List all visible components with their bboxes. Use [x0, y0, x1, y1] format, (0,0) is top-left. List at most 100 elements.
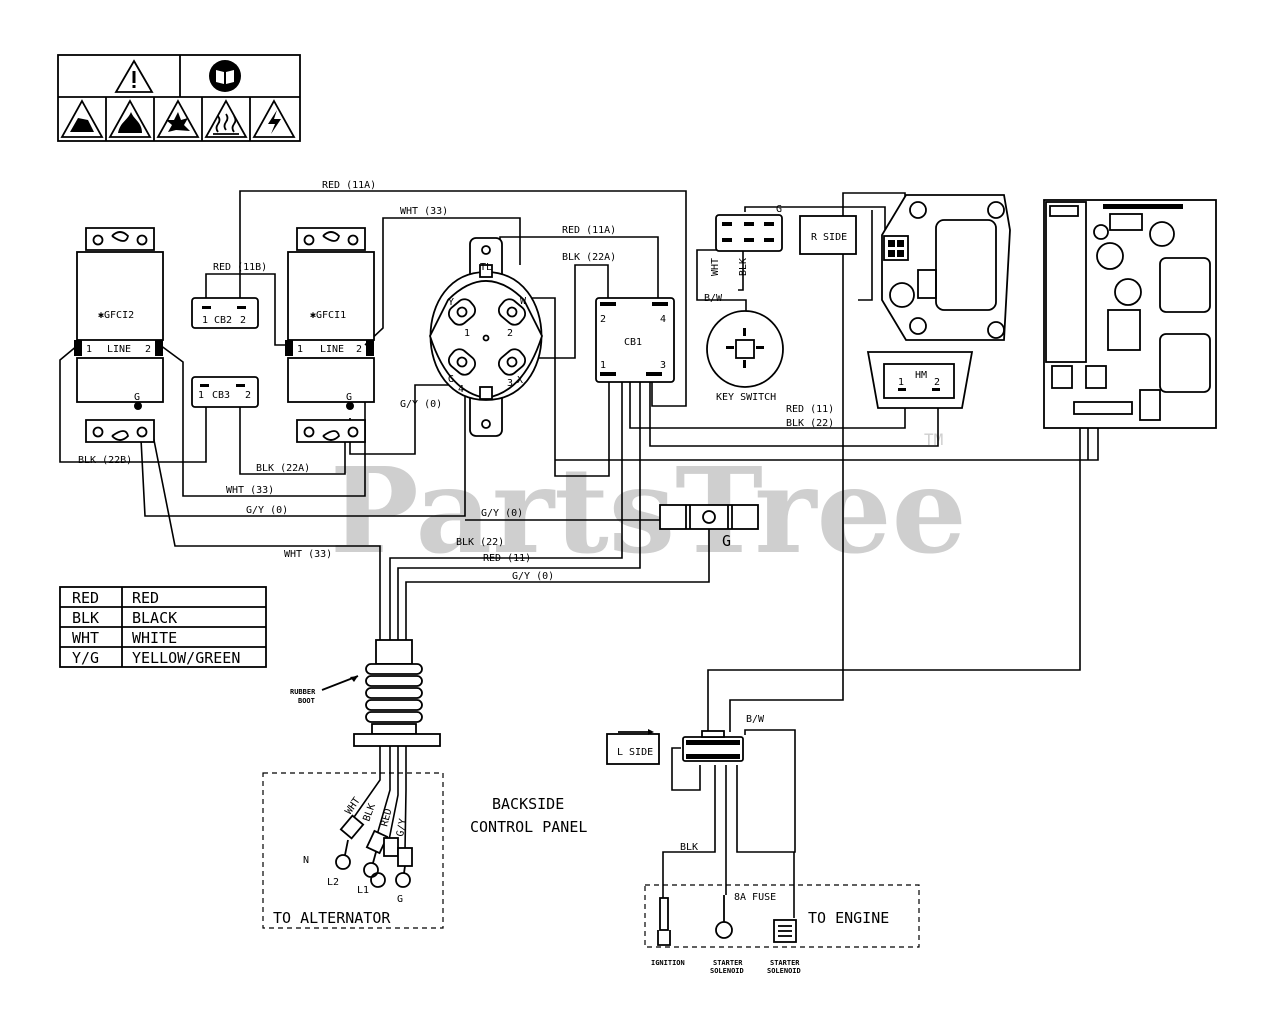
l-side-label: L SIDE	[617, 747, 653, 758]
cb1-pin2: 2	[600, 314, 606, 325]
twistlock-pin-g: G	[448, 374, 454, 385]
label-gy-0-right: G/Y (0)	[481, 508, 523, 519]
legend-code: Y/G	[72, 649, 99, 667]
twistlock-pin-w: W	[520, 296, 527, 307]
fuse-label: 8A FUSE	[734, 892, 776, 903]
hour-meter: HM 1 2	[866, 351, 974, 409]
gfci2-pin2: 2	[145, 344, 151, 355]
twistlock-pin-3: 3	[507, 378, 513, 389]
legend-code: WHT	[72, 629, 99, 647]
twistlock-pin-2: 2	[507, 328, 513, 339]
fire-icon	[108, 99, 152, 138]
label-blk-22-right: BLK (22)	[786, 418, 834, 429]
gfci1-line-label: LINE	[320, 344, 344, 355]
key-switch-label: KEY SWITCH	[716, 392, 776, 403]
rubber-boot-label: RUBBER	[290, 688, 316, 696]
alternator-terminal-l1: L1	[357, 885, 369, 896]
label-red-11-right: RED (11)	[786, 404, 834, 415]
hm-pin1: 1	[898, 377, 904, 388]
gfci1-outlet: ✱GFCI1 LINE 1 2 G	[285, 227, 375, 443]
label-gy-0-a: G/Y (0)	[400, 399, 442, 410]
gfci2-line-label: LINE	[107, 344, 131, 355]
gfci2-label: ✱GFCI2	[98, 310, 134, 321]
gfci2-ground: G	[134, 392, 140, 403]
legend-color: BLACK	[132, 609, 177, 627]
cb1-pin1: 1	[600, 360, 606, 371]
cb3-pin2: 2	[245, 390, 251, 401]
label-red-lead: RED	[379, 807, 394, 827]
legend-code: RED	[72, 589, 99, 607]
gfci1-ground: G	[346, 392, 352, 403]
ground-block-label: G	[722, 532, 731, 550]
legend-color: WHITE	[132, 629, 177, 647]
engine-connector	[682, 730, 744, 762]
alternator-terminal-n: N	[303, 855, 309, 866]
warning-triangle-icon	[114, 59, 154, 93]
cb3-label: CB3	[212, 390, 230, 401]
alternator-terminal-g: G	[397, 894, 403, 905]
label-red-11a-mid: RED (11A)	[562, 225, 616, 236]
explosion-icon	[156, 99, 200, 138]
cb1-pin4: 4	[660, 314, 666, 325]
rubber-boot: RUBBER BOOT	[290, 639, 441, 747]
hot-surface-icon	[204, 99, 248, 138]
gfci1-pin1: 1	[297, 344, 303, 355]
transformer-module	[881, 194, 1011, 341]
cb3-pin1: 1	[198, 390, 204, 401]
ignition-label: IGNITION	[651, 959, 685, 967]
cb1-label: CB1	[624, 337, 642, 348]
label-blk-engine: BLK	[680, 842, 698, 853]
label-red-11-low: RED (11)	[483, 553, 531, 564]
electric-shock-icon	[252, 99, 296, 138]
cb2-label: CB2	[214, 315, 232, 326]
wire-labels: RED (11A) WHT (33) RED (11B) RED (11A) B…	[78, 180, 834, 853]
legend-code: BLK	[72, 609, 99, 627]
starter-label: STARTER	[770, 959, 800, 967]
gfci1-label: ✱GFCI1	[310, 310, 346, 321]
engine-terminals: 8A FUSE TO ENGINE IGNITION STARTER SOLEN…	[644, 884, 920, 975]
cb3-breaker: 1 CB3 2	[191, 376, 259, 408]
backside-label: BACKSIDE	[492, 795, 564, 813]
label-gy-0-mid: G/Y (0)	[246, 505, 288, 516]
label-gy-lead: G/Y	[395, 818, 409, 838]
twistlock-pin-x: X	[517, 375, 523, 386]
twistlock-pin-y: Y	[448, 297, 454, 308]
control-panel-label: CONTROL PANEL	[470, 818, 587, 836]
solenoid-label: SOLENOID	[710, 967, 744, 975]
label-wht-lead: WHT	[343, 796, 362, 817]
label-blk-lead: BLK	[361, 802, 378, 823]
alternator-leads: WHT BLK RED G/Y N L2 L1 G TO ALTERNATOR	[262, 772, 444, 929]
label-wht-33-mid: WHT (33)	[226, 485, 274, 496]
twistlock-receptacle: TL Y W 1 2 G X 4 3	[429, 237, 543, 437]
gfci1-pin2: 2	[356, 344, 362, 355]
label-wht-33-top: WHT (33)	[400, 206, 448, 217]
label-red-11b: RED (11B)	[213, 262, 267, 273]
cb2-breaker: 1 CB2 2	[191, 297, 259, 329]
gfci2-outlet: ✱GFCI2 LINE 1 2 G	[74, 227, 164, 443]
cb1-pin3: 3	[660, 360, 666, 371]
alternator-label: TO ALTERNATOR	[273, 909, 391, 927]
hm-pin2: 2	[934, 377, 940, 388]
legend-color: RED	[132, 589, 159, 607]
label-blk-22a-top: BLK (22A)	[562, 252, 616, 263]
label-red-11a-top: RED (11A)	[322, 180, 376, 191]
starter-label: STARTER	[713, 959, 743, 967]
twistlock-pin-4: 4	[458, 384, 464, 395]
toxic-fumes-icon	[60, 99, 104, 138]
read-manual-icon	[209, 60, 241, 92]
engine-label: TO ENGINE	[808, 909, 889, 927]
cb1-breaker: 2 4 CB1 1 3	[595, 297, 675, 383]
twistlock-pin-1: 1	[464, 328, 470, 339]
rubber-boot-label: BOOT	[298, 697, 315, 705]
alternator-terminal-l2: L2	[327, 877, 339, 888]
cb2-pin2: 2	[240, 315, 246, 326]
label-blk-22a-low: BLK (22A)	[256, 463, 310, 474]
safety-icon-panel	[57, 54, 301, 142]
label-wht-key: WHT	[710, 258, 721, 276]
label-bw-top: B/W	[704, 293, 723, 304]
cb2-pin1: 1	[202, 315, 208, 326]
label-blk-22-low: BLK (22)	[456, 537, 504, 548]
solenoid-label: SOLENOID	[767, 967, 801, 975]
gfci2-pin1: 1	[86, 344, 92, 355]
